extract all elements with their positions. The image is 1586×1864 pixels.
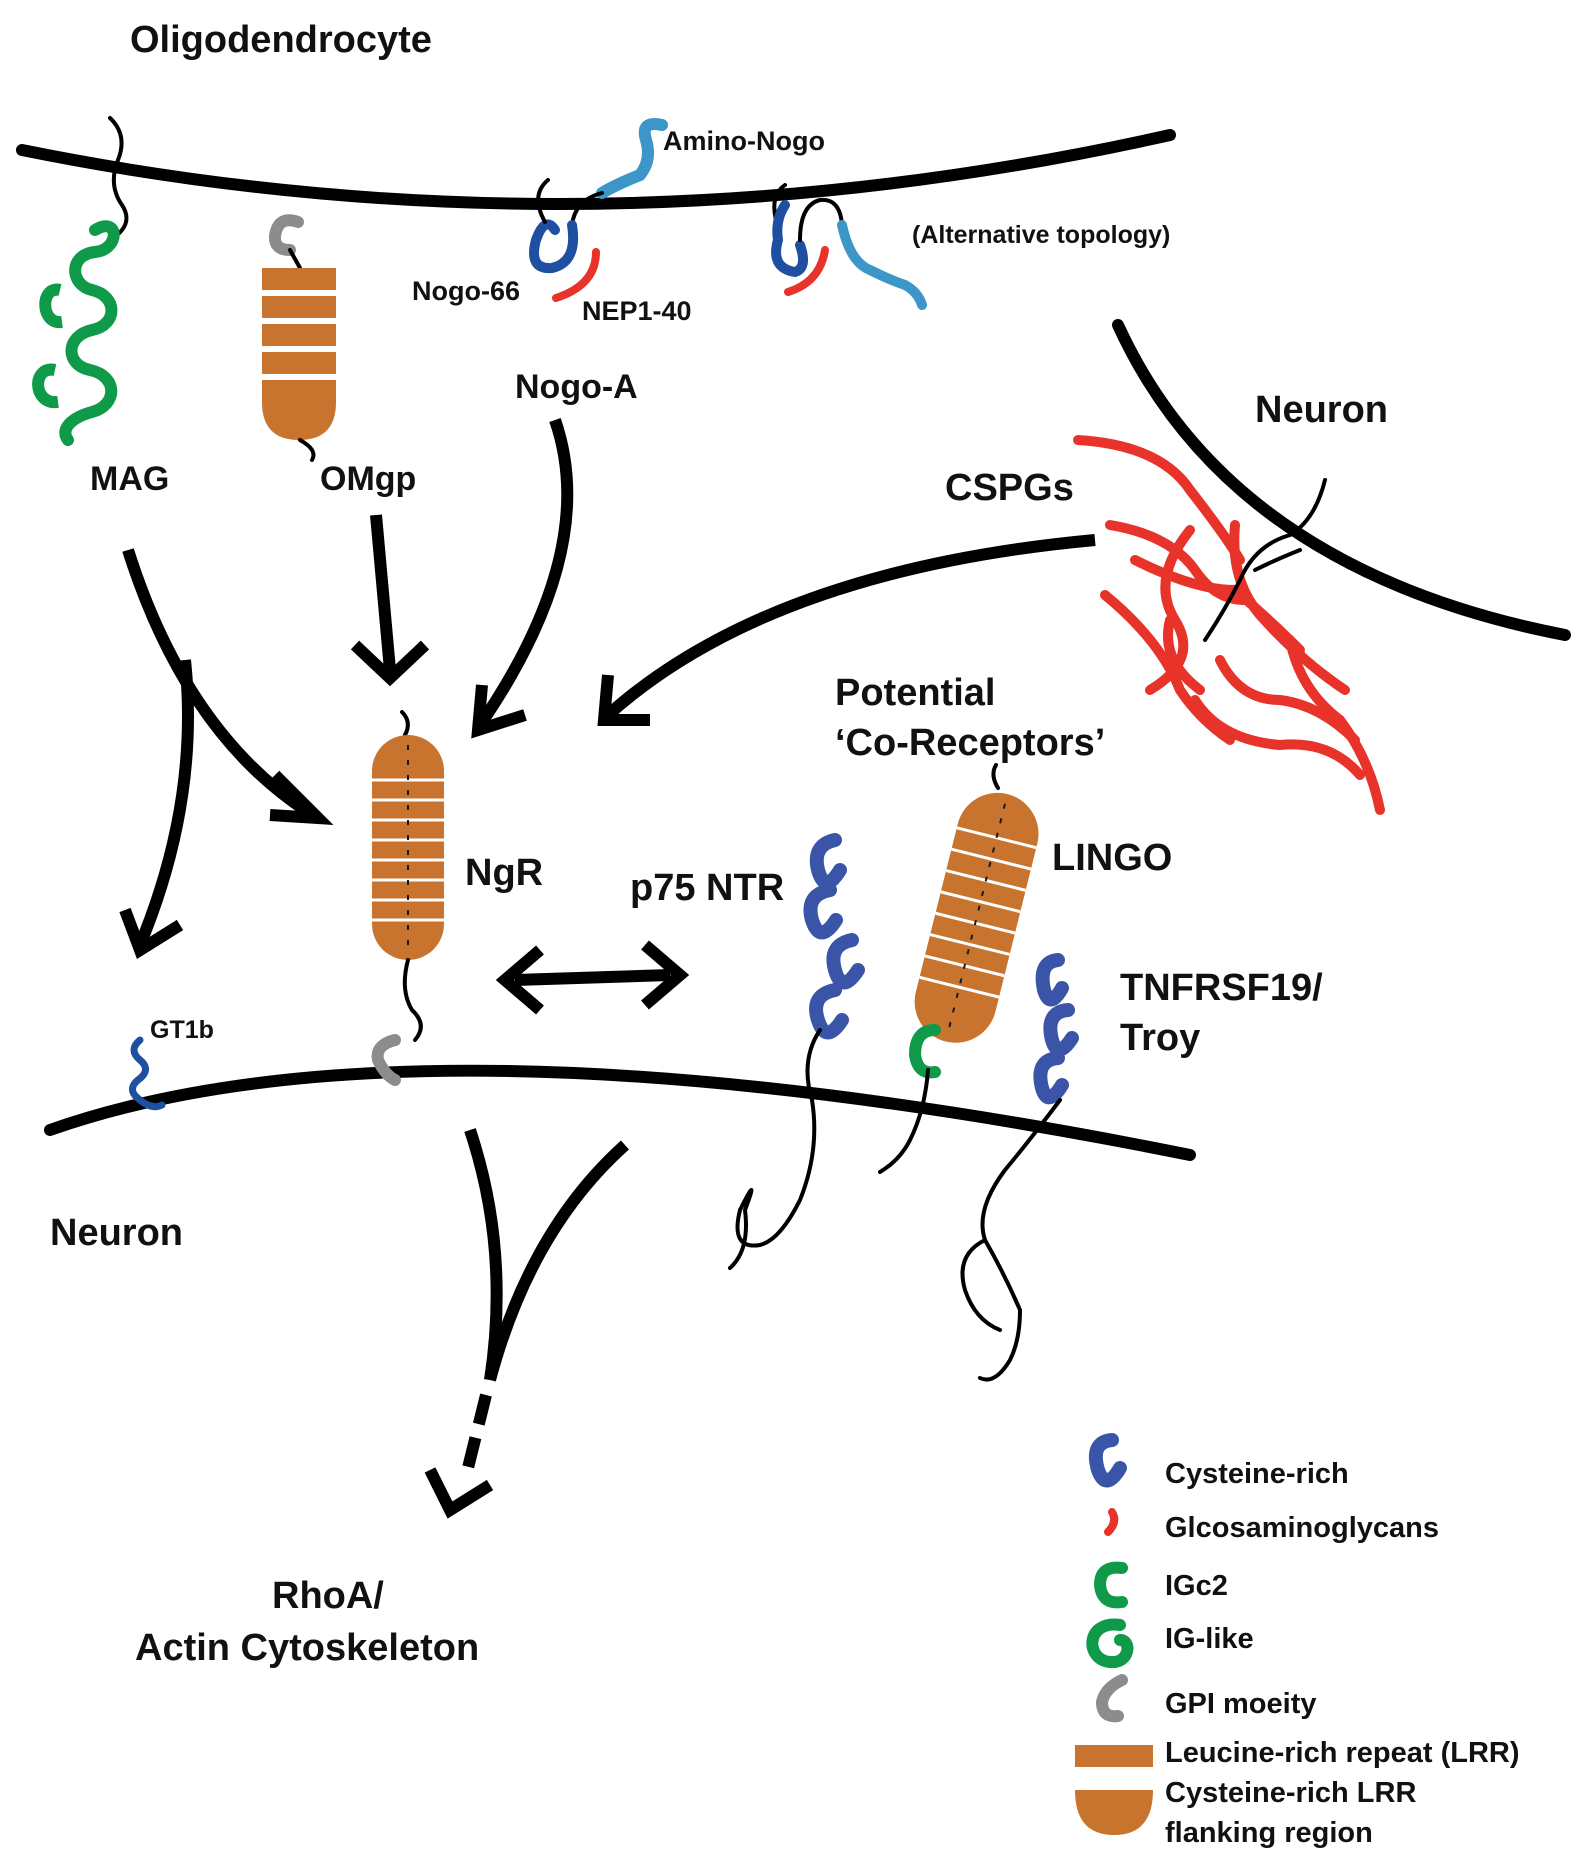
- glycosaminoglycan-icon: [1104, 1508, 1119, 1536]
- potential-label-line1: Potential: [835, 672, 995, 714]
- lingo-label: LINGO: [1052, 837, 1172, 879]
- troy-label-line1: TNFRSF19/: [1120, 967, 1323, 1009]
- lingo-igc2-domain: [908, 1024, 941, 1079]
- ngr-gpi-icon: [371, 1034, 401, 1086]
- neuron-bottom-membrane: [44, 1064, 1196, 1161]
- oligodendrocyte-label: Oligodendrocyte: [130, 19, 432, 61]
- svg-text:Cysteine-rich: Cysteine-rich: [1165, 1458, 1349, 1490]
- cysteine-rich-icon: [1088, 1433, 1127, 1488]
- cspgs-label: CSPGs: [945, 467, 1074, 509]
- arrow-mag-to-gt1b: [119, 659, 194, 959]
- svg-text:Cysteine-rich LRR: Cysteine-rich LRR: [1165, 1777, 1416, 1809]
- nogo-a-label: Nogo-A: [515, 368, 638, 406]
- legend-item-cysteine-rich: Cysteine-rich: [1088, 1433, 1349, 1490]
- neuron-right-membrane: [1112, 319, 1571, 641]
- svg-text:GPI moeity: GPI moeity: [1165, 1688, 1317, 1720]
- rhoa-label-line1: RhoA/: [272, 1575, 384, 1617]
- arrow-nogo-a-to-ngr: [471, 418, 574, 739]
- rhoa-label-line2: Actin Cytoskeleton: [135, 1627, 479, 1669]
- mag-protein: [32, 116, 129, 446]
- lrr-icon: [1075, 1745, 1153, 1767]
- amino-nogo-segment: [596, 118, 668, 199]
- alternative-topology-label: (Alternative topology): [912, 221, 1170, 249]
- legend-item-igc2: IGc2: [1093, 1561, 1228, 1609]
- svg-text:Leucine-rich repeat (LRR): Leucine-rich repeat (LRR): [1165, 1737, 1520, 1769]
- legend-item-gpi: GPI moeity: [1095, 1674, 1317, 1723]
- potential-label-line2: ‘Co-Receptors’: [835, 722, 1105, 764]
- oligodendrocyte-membrane: [16, 129, 1176, 210]
- ngr-receptor: [371, 710, 444, 1086]
- legend-item-lrr: Leucine-rich repeat (LRR): [1075, 1737, 1520, 1769]
- nep1-40-segment: [552, 248, 600, 302]
- troy-label-line2: Troy: [1120, 1017, 1200, 1059]
- arrow-omgp-to-ngr: [350, 514, 430, 687]
- omgp-gpi-icon: [268, 214, 304, 256]
- gt1b-label: GT1b: [150, 1016, 214, 1044]
- troy-receptor: [960, 953, 1079, 1382]
- ngr-label: NgR: [465, 852, 543, 894]
- igc2-icon: [1093, 1561, 1128, 1609]
- mag-label: MAG: [90, 460, 169, 498]
- svg-text:IG-like: IG-like: [1165, 1623, 1254, 1655]
- lrr-flank-icon: [1075, 1790, 1153, 1835]
- gt1b-ganglioside: [129, 1036, 166, 1111]
- legend-item-lrr-flank: Cysteine-rich LRR flanking region: [1075, 1777, 1416, 1849]
- nep1-40-label: NEP1-40: [582, 296, 692, 326]
- p75-ntr-receptor: [728, 833, 865, 1270]
- arrow-to-rhoa: [424, 1128, 630, 1519]
- legend-item-glycosaminoglycans: Glcosaminoglycans: [1104, 1508, 1439, 1544]
- cspg-cluster: [1073, 435, 1385, 815]
- svg-text:Glcosaminoglycans: Glcosaminoglycans: [1165, 1512, 1439, 1544]
- nogo-66-loop: [529, 219, 578, 274]
- neuron-right-label: Neuron: [1255, 389, 1388, 431]
- arrow-ngr-coreceptors-bidirectional: [495, 940, 690, 1015]
- legend: Cysteine-rich Glcosaminoglycans IGc2 IG-…: [1075, 1433, 1520, 1849]
- p75-label: p75 NTR: [630, 867, 784, 909]
- svg-text:IGc2: IGc2: [1165, 1570, 1228, 1602]
- nogo-66-label: Nogo-66: [412, 276, 520, 306]
- legend-item-ig-like: IG-like: [1086, 1618, 1254, 1668]
- mag-ig-like-domains: [59, 220, 120, 446]
- lingo-receptor: [878, 763, 1039, 1174]
- arrow-cspgs-to-ngr: [597, 534, 1096, 726]
- ig-like-icon: [1086, 1618, 1134, 1668]
- omgp-label: OMgp: [320, 460, 416, 498]
- nogo-alternative-topology: [771, 183, 927, 310]
- amino-nogo-label: Amino-Nogo: [663, 126, 825, 156]
- omgp-protein: [262, 214, 336, 462]
- neuron-bottom-label: Neuron: [50, 1212, 183, 1254]
- arrow-mag-to-ngr: [122, 548, 334, 825]
- gpi-moiety-icon: [1095, 1674, 1128, 1723]
- svg-text:flanking region: flanking region: [1165, 1817, 1373, 1849]
- nogo-a-protein: [529, 118, 668, 302]
